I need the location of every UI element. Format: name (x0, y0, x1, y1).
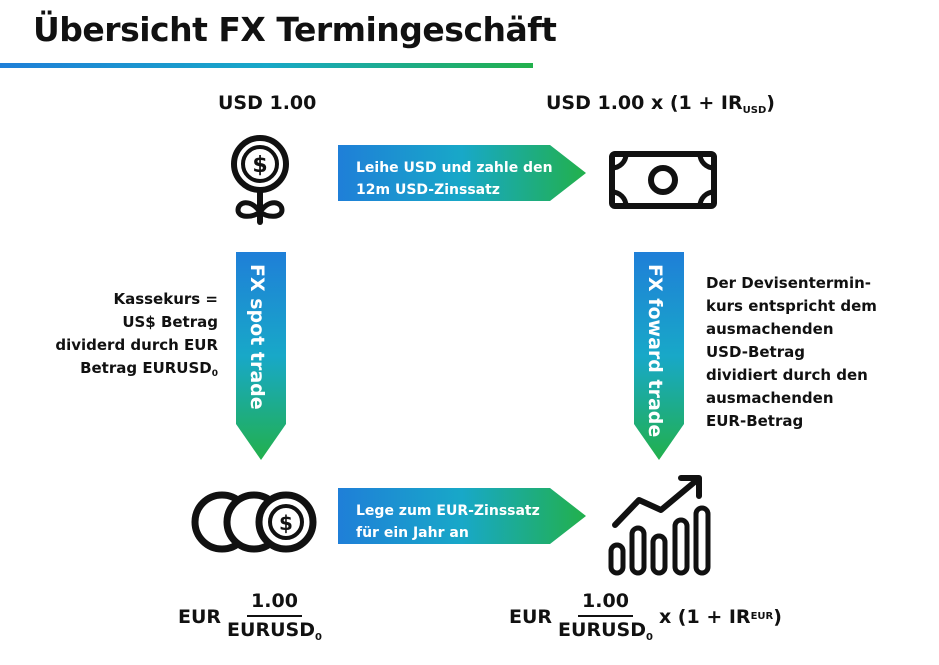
coins-icon: $ (191, 491, 317, 553)
growth-chart-icon (608, 475, 711, 576)
fraction: 1.00 EURUSD0 (558, 590, 653, 643)
page-title: Übersicht FX Termingeschäft (33, 10, 557, 49)
money-plant-icon: $ (231, 135, 289, 225)
svg-text:$: $ (279, 511, 293, 535)
arrow-top-text: Leihe USD und zahle den 12m USD-Zinssatz (356, 160, 553, 198)
left-note: Kassekurs = US$ Betrag dividerd durch EU… (55, 290, 218, 379)
title-underline (0, 63, 533, 68)
arrow-left-shape (236, 252, 286, 460)
fraction: 1.00 EURUSD0 (227, 590, 322, 643)
arrow-bottom-shape (338, 488, 586, 544)
right-note: Der Devisentermin- kurs entspricht dem a… (706, 274, 877, 430)
formula-bottom-left: EUR 1.00 EURUSD0 (178, 590, 322, 643)
arrow-left-text: FX spot trade (246, 264, 268, 410)
banknote-icon (609, 151, 717, 209)
svg-text:$: $ (252, 153, 267, 178)
top-left-label: USD 1.00 (218, 92, 317, 114)
arrow-right-text: FX foward trade (644, 264, 666, 438)
arrow-bottom-text: Lege zum EUR-Zinssatz für ein Jahr an (356, 503, 540, 541)
arrow-right-shape (634, 252, 684, 460)
top-right-label: USD 1.00 x (1 + IRUSD) (546, 92, 775, 116)
arrow-top-shape (338, 145, 586, 201)
